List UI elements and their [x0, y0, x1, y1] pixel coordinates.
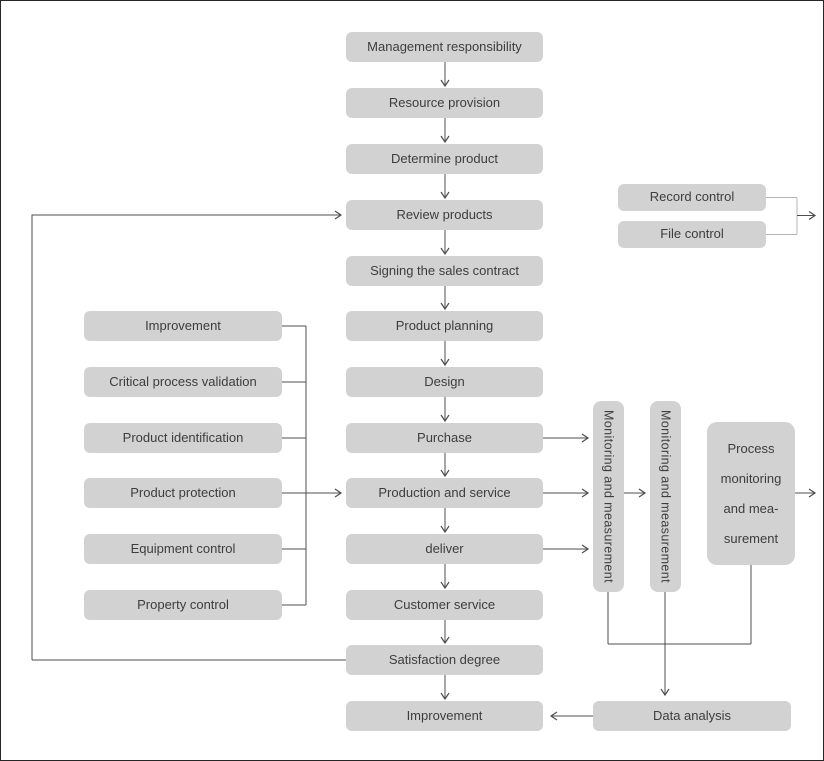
node-customer-service: Customer service	[346, 590, 543, 620]
node-data-analysis: Data analysis	[593, 701, 791, 731]
node-production-and-service: Production and service	[346, 478, 543, 508]
vertical-label: Monitoring and measurement	[601, 410, 616, 583]
process-monitoring-line: surement	[723, 530, 779, 546]
measurement-merge-lines	[549, 565, 752, 721]
node-review-products: Review products	[346, 200, 543, 230]
vertical-label: Monitoring and measurement	[658, 410, 673, 583]
node-management-responsibility: Management responsibility	[346, 32, 543, 62]
node-monitoring-measurement-right: Monitoring and measurement	[650, 401, 681, 592]
node-file-control: File control	[618, 221, 766, 248]
node-purchase: Purchase	[346, 423, 543, 453]
node-monitoring-measurement-left: Monitoring and measurement	[593, 401, 624, 592]
node-property-control: Property control	[84, 590, 282, 620]
side-output-arrows	[543, 433, 817, 554]
process-monitoring-line: and mea-	[723, 500, 779, 516]
node-signing-sales-contract: Signing the sales contract	[346, 256, 543, 286]
node-improvement-support: Improvement	[84, 311, 282, 341]
node-product-planning: Product planning	[346, 311, 543, 341]
document-control-bracket	[766, 197, 817, 235]
node-deliver: deliver	[346, 534, 543, 564]
support-bus-lines	[282, 325, 343, 606]
node-resource-provision: Resource provision	[346, 88, 543, 118]
node-satisfaction-degree: Satisfaction degree	[346, 645, 543, 675]
process-monitoring-line: monitoring	[720, 470, 782, 486]
node-determine-product: Determine product	[346, 144, 543, 174]
node-product-protection: Product protection	[84, 478, 282, 508]
feedback-loop-line	[31, 210, 346, 661]
node-record-control: Record control	[618, 184, 766, 211]
node-product-identification: Product identification	[84, 423, 282, 453]
node-improvement-final: Improvement	[346, 701, 543, 731]
node-design: Design	[346, 367, 543, 397]
process-monitoring-line: Process	[727, 440, 775, 456]
node-critical-process-validation: Critical process validation	[84, 367, 282, 397]
node-process-monitoring-measurement: Process monitoring and mea- surement	[707, 422, 795, 565]
node-equipment-control: Equipment control	[84, 534, 282, 564]
